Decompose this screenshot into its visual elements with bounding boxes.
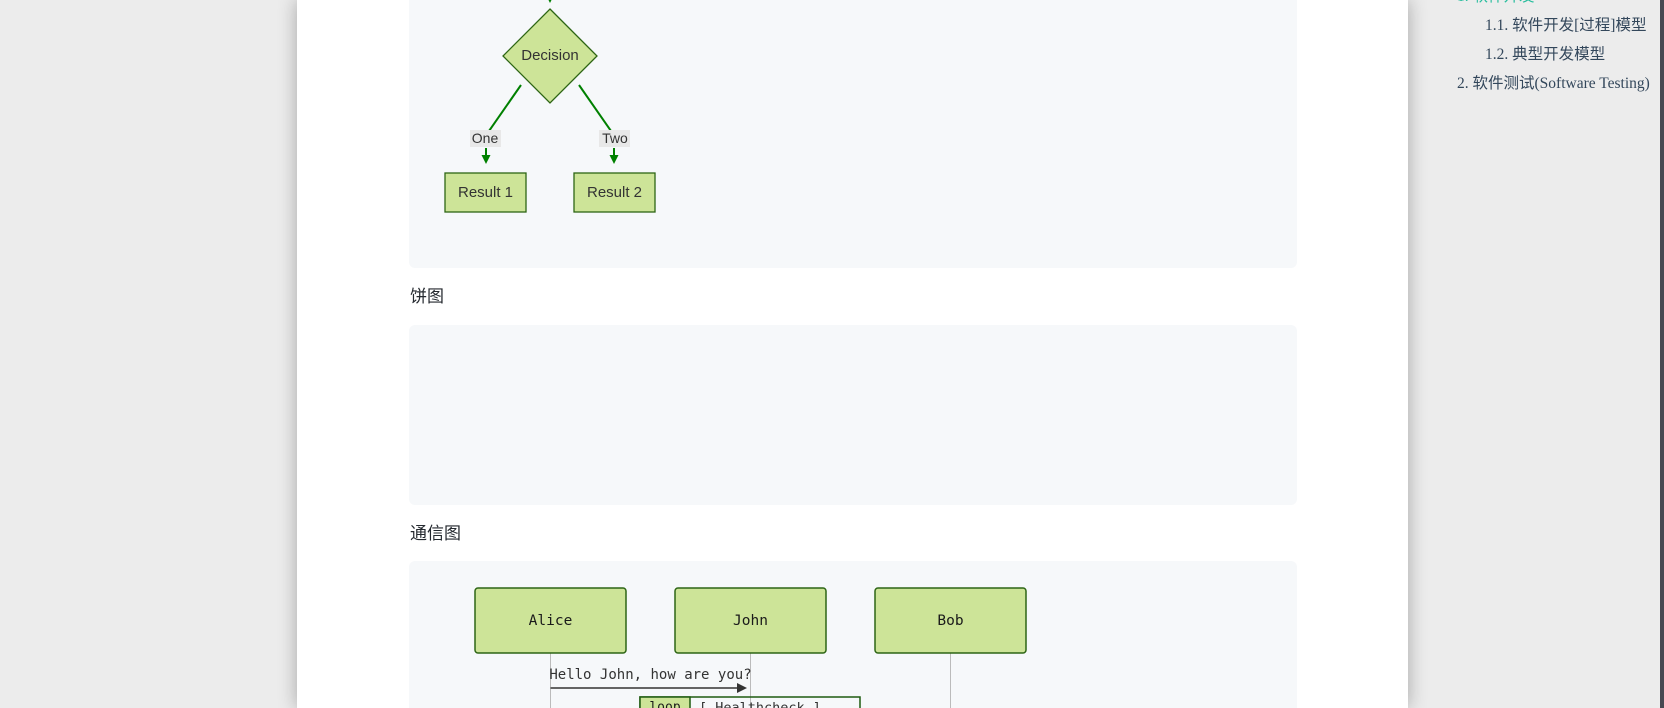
toc-item-process-models[interactable]: 1.1. 软件开发[过程]模型: [1485, 17, 1647, 34]
pie-section-heading: 饼图: [410, 287, 444, 306]
pie-diagram-block: [409, 325, 1297, 505]
flowchart-result1-label: Result 1: [458, 184, 513, 201]
actor-box-bob: [874, 587, 1027, 654]
message-text: Hello John, how are you?: [549, 667, 751, 683]
toc-item-software-development[interactable]: 1. 软件开发: [1457, 0, 1664, 11]
table-of-contents: 1. 软件开发 1.1. 软件开发[过程]模型 1.2. 典型开发模型 2. 软…: [1457, 0, 1664, 98]
flowchart-edge-label-one-bg: [470, 130, 501, 147]
toc-item-software-testing[interactable]: 2. 软件测试(Software Testing): [1457, 75, 1650, 92]
flowchart-edge-two-diagonal: [578, 84, 612, 132]
sequence-section-heading: 通信图: [410, 524, 461, 543]
flowchart-edge-label-two: Two: [602, 130, 628, 146]
loop-fragment-border: [639, 696, 861, 708]
sequence-svg: Alice John Bob Hello John, how are you? …: [474, 587, 1027, 708]
flowchart-decision-label: Decision: [521, 47, 579, 64]
actor-box-john: [674, 587, 827, 654]
flowchart-diagram-block: Decision One Two Result 1 Result 2: [409, 0, 1297, 268]
flowchart-edge-one-diagonal: [488, 84, 522, 132]
actor-box-alice: [474, 587, 627, 654]
loop-label: loop: [649, 700, 680, 708]
vertical-scrollbar[interactable]: [1660, 0, 1664, 708]
actor-label-bob: Bob: [937, 613, 963, 629]
loop-label-box: [639, 696, 691, 708]
flowchart-result1-node: [444, 172, 527, 213]
flowchart-decision-node: [502, 8, 598, 104]
loop-condition: [ Healthcheck ]: [699, 700, 821, 708]
flowchart-edge-label-one: One: [472, 130, 499, 146]
flowchart-svg: Decision One Two Result 1 Result 2: [444, 0, 656, 213]
flowchart-result2-label: Result 2: [587, 184, 642, 201]
toc-item-typical-models[interactable]: 1.2. 典型开发模型: [1485, 46, 1606, 63]
flowchart-edge-label-two-bg: [599, 130, 630, 147]
actor-label-alice: Alice: [529, 613, 573, 629]
sequence-diagram-block: Alice John Bob Hello John, how are you? …: [409, 561, 1297, 708]
flowchart-result2-node: [573, 172, 656, 213]
document-page: Decision One Two Result 1 Result 2 饼图: [297, 0, 1408, 708]
actor-label-john: John: [733, 613, 768, 629]
